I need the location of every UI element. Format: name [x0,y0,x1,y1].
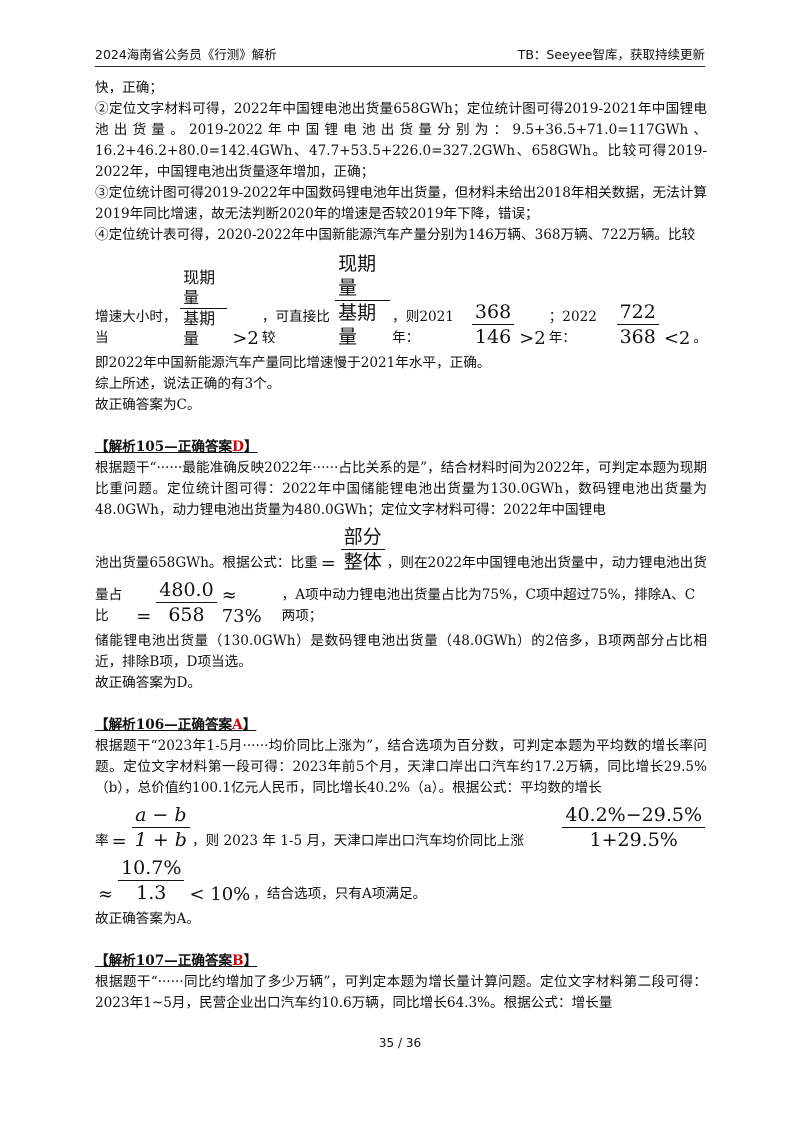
fraction: 现期量基期量 [180,268,228,349]
paragraph: ②定位文字材料可得，2022年中国锂电池出货量658GWh；定位统计图可得201… [95,101,707,180]
answer-letter: A [232,717,243,733]
text: 增速大小时，当 [95,309,177,346]
text: 率 [95,833,109,849]
text: ；2022年： [548,309,597,346]
paragraph: ④定位统计表可得，2020-2022年中国新能源汽车产量分别为146万辆、368… [95,227,696,243]
page-content: 快，正确； ②定位文字材料可得，2022年中国锂电池出货量658GWh；定位统计… [95,78,707,1014]
text: 池出货量658GWh。根据公式：比重 [95,555,318,571]
text: ，则 2023 年 1-5 月，天津口岸出口汽车均价同比上涨 [191,833,524,849]
text: ，则2021年： [392,309,454,346]
text: ，则在2022年中国锂电池出货量中，动力锂电池出货 [386,555,707,571]
fraction: 10.7%1.3 [118,856,185,905]
text: ，可直接比较 [261,309,330,346]
page-number: 35 / 36 [378,1036,422,1050]
math-op: >2 [232,328,259,349]
formula-line: ≈ 10.7%1.3 < 10% ，结合选项，只有A项满足。 [95,856,707,905]
paragraph: ③定位统计图可得2019-2022年中国数码锂电池年出货量，但材料未给出2018… [95,185,707,222]
text: 量占比 [95,587,123,624]
fraction: 40.2%−29.5%1+29.5% [562,803,705,852]
paragraph: 即2022年中国新能源汽车产量同比增速慢于2021年水平，正确。 [95,355,491,371]
page-header: 2024海南省公务员《行测》解析 TB：Seeyee智库，获取持续更新 [95,44,705,67]
paragraph: 储能锂电池出货量（130.0GWh）是数码锂电池出货量（48.0GWh）的2倍多… [95,633,707,670]
paragraph: 根据题干“······最能准确反映2022年······占比关系的是”，结合材料… [95,460,707,518]
math-op: = [320,553,336,574]
paragraph: 故正确答案为A。 [95,911,200,927]
text: ，A项中动力锂电池出货量占比为75%，C项中超过75%，排除A、C两项； [281,587,696,624]
answer-letter: B [232,953,244,969]
math-op: < 10% [189,884,251,905]
math-op: ≈ [98,884,114,905]
paragraph: 综上所述，说法正确的有3个。 [95,376,281,392]
section-heading-105: 【解析105—正确答案D】 [95,439,258,455]
paragraph: 快，正确； [95,80,163,96]
math-op: ≈ 73% [221,585,262,627]
paragraph: 故正确答案为D。 [95,675,202,691]
paragraph: 根据题干“······同比约增加了多少万辆”，可判定本题为增长量计算问题。定位文… [95,974,707,1011]
math-op: = [111,831,127,852]
section-heading-106: 【解析106—正确答案A】 [95,717,257,733]
math-op: = [136,606,152,627]
answer-letter: D [232,439,244,455]
formula-line: 池出货量658GWh。根据公式：比重 = 部分整体 ，则在2022年中国锂电池出… [95,525,707,574]
fraction: 部分整体 [340,525,385,574]
math-op: >2 [519,328,546,349]
text: 。 [693,330,707,346]
text: ，结合选项，只有A项满足。 [253,886,427,902]
section-heading-107: 【解析107—正确答案B】 [95,953,258,969]
header-left: 2024海南省公务员《行测》解析 [95,47,277,62]
fraction: 现期量基期量 [335,252,391,349]
paragraph: 故正确答案为C。 [95,397,201,413]
paragraph: 根据题干“2023年1-5月······均价同比上涨为”，结合选项为百分数，可判… [95,738,707,796]
math-op: <2 [663,328,691,349]
formula-line: 增速大小时，当 现期量基期量 >2 ，可直接比较 现期量基期量 ，则2021年：… [95,252,707,349]
header-right: TB：Seeyee智库，获取持续更新 [517,47,705,62]
